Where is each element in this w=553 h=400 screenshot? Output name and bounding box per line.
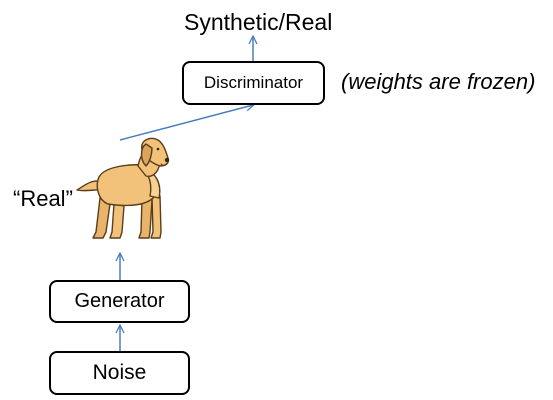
dog-icon xyxy=(76,137,170,239)
discriminator-label: Discriminator xyxy=(203,73,304,92)
generator-box: Generator xyxy=(49,280,190,323)
discriminator-box: Discriminator xyxy=(182,61,325,105)
noise-box: Noise xyxy=(49,351,190,395)
arrow-image-to-discriminator xyxy=(119,105,253,141)
output-label: Synthetic/Real xyxy=(184,9,333,35)
generator-label: Generator xyxy=(74,290,165,312)
noise-label: Noise xyxy=(92,361,147,384)
real-label: “Real” xyxy=(13,186,73,211)
frozen-weights-note: (weights are frozen) xyxy=(341,69,536,94)
